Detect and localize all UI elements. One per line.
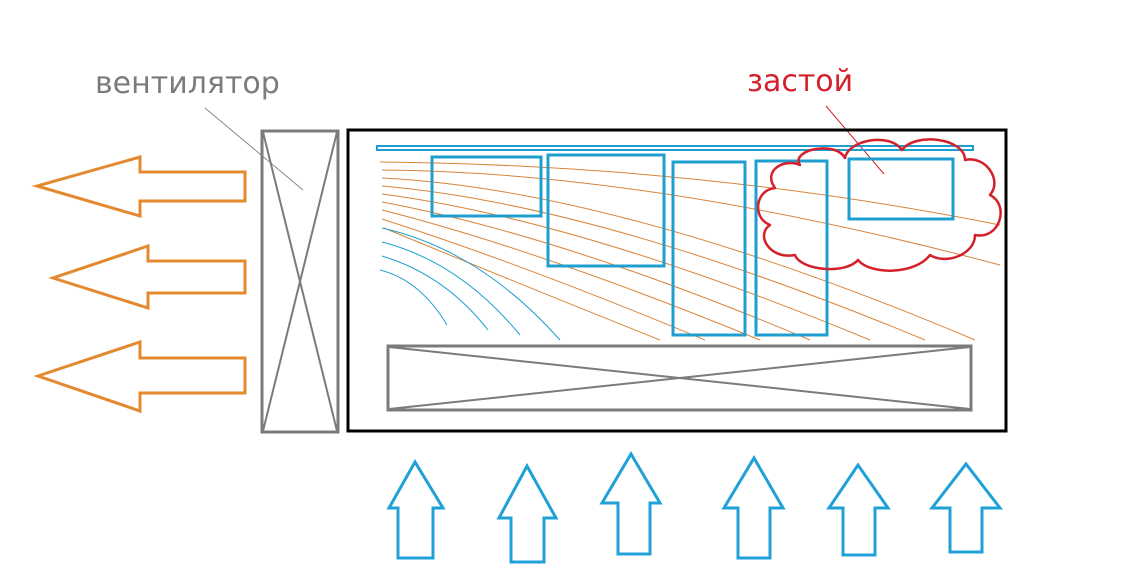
cloud-icon (756, 138, 1002, 272)
exhaust-arrows (31, 155, 247, 414)
airflow-cool-lines (379, 227, 561, 341)
up-arrow-icon (928, 461, 1004, 554)
stagnation-leader-line (825, 105, 885, 175)
component-block (430, 155, 543, 218)
up-arrow-icon (496, 462, 559, 564)
components (430, 153, 955, 337)
intake-arrows (386, 451, 1004, 564)
component-block (671, 160, 747, 337)
top-rail (376, 145, 974, 151)
stagnation-label: застой (747, 64, 853, 99)
up-arrow-icon (721, 455, 786, 560)
up-arrow-icon (386, 459, 446, 560)
component-block (847, 157, 955, 221)
left-arrow-icon (48, 243, 247, 311)
case-outline (346, 128, 1008, 433)
fan-label: вентилятор (95, 66, 280, 101)
airflow-warm-lines (379, 161, 1001, 341)
left-arrow-icon (31, 155, 247, 218)
component-block (754, 159, 829, 337)
left-arrow-icon (33, 339, 247, 414)
component-block (546, 153, 666, 268)
fan-box-icon (260, 129, 340, 434)
up-arrow-icon (599, 451, 663, 556)
bottom-radiator (386, 344, 973, 412)
fan-leader-line (204, 107, 304, 191)
up-arrow-icon (826, 462, 891, 557)
